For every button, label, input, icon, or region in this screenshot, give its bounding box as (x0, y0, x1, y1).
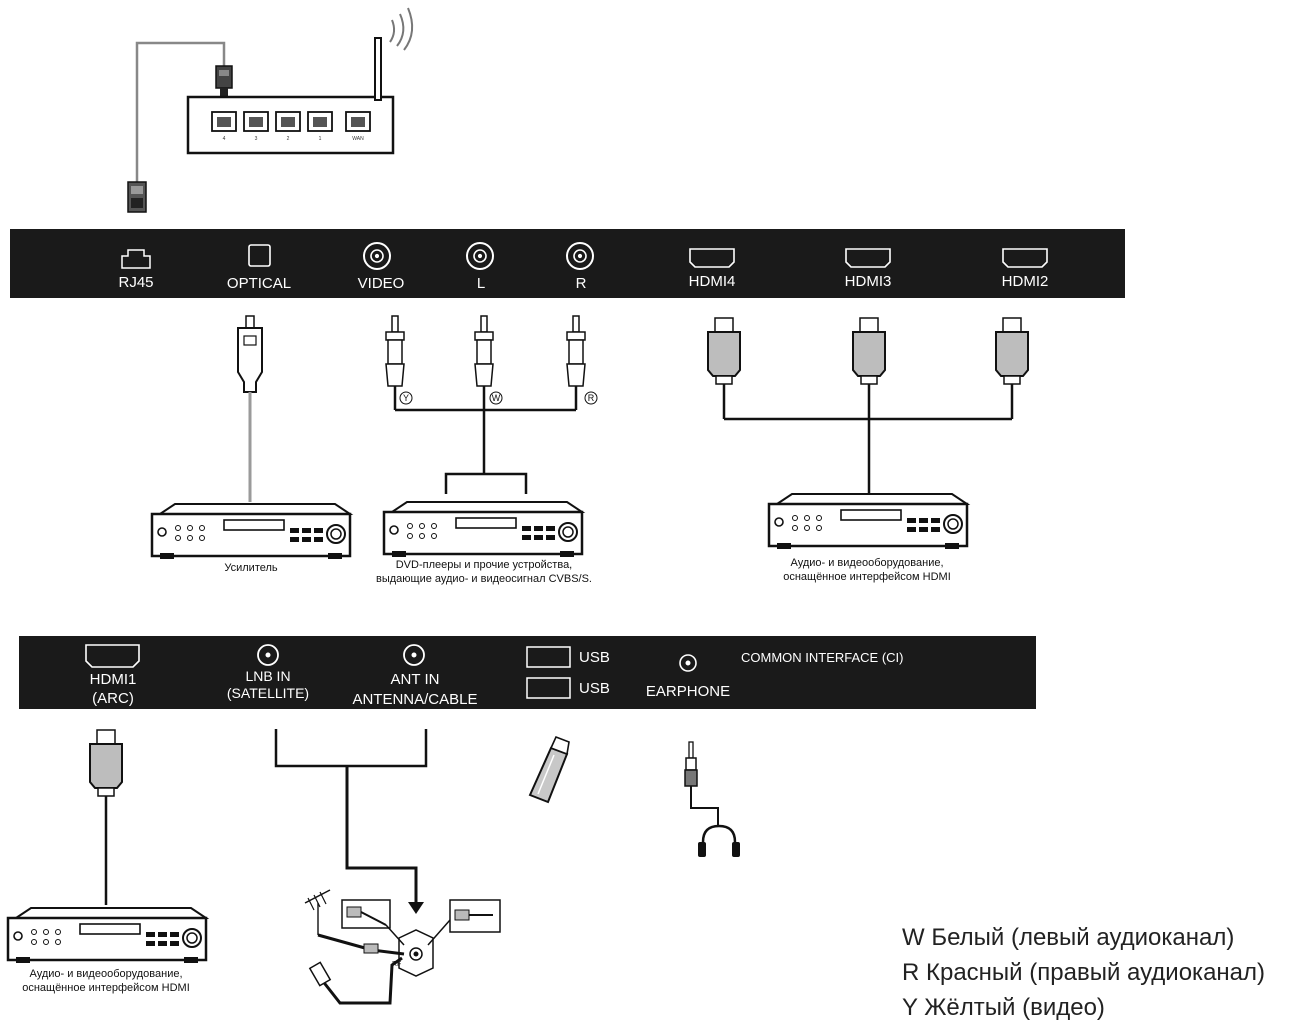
audio-jack-plug-icon (684, 741, 698, 787)
dvd-caption-line1: DVD-плееры и прочие устройства, (396, 559, 573, 571)
hdmi-plug-icon (852, 317, 886, 493)
rca-jack-icon (363, 242, 391, 270)
hdmi-device-caption-line2: оснащённое интерфейсом HDMI (783, 571, 951, 583)
router-port-label: WAN (352, 136, 364, 142)
wifi-signal-icon (389, 7, 414, 51)
legend-item-red: R Красный (правый аудиоканал) (902, 959, 1265, 986)
lan-cable (135, 41, 226, 182)
hdmi1-device-caption-line1: Аудио- и видеооборудование, (29, 968, 182, 980)
headphone-group (684, 741, 740, 857)
usb-port-icon (526, 677, 571, 699)
legend-item-white: W Белый (левый аудиоканал) (902, 924, 1234, 951)
optical-port-icon (248, 244, 271, 267)
port-label-lnb: LNB IN (245, 668, 290, 684)
antenna-icon (304, 889, 331, 935)
port-label-ant: ANT IN (391, 671, 440, 688)
coax-jack-icon (403, 644, 425, 666)
port-label-hdmi1: HDMI1 (90, 671, 137, 688)
hdmi-plug-icon (995, 317, 1029, 419)
port-label-ci: COMMON INTERFACE (CI) (741, 650, 904, 665)
port-label-earphone: EARPHONE (646, 683, 730, 700)
hdmi-cable-group (707, 317, 1029, 493)
hdmi-plug-icon (89, 729, 123, 905)
rca-tag-y: Y (403, 393, 409, 403)
port-label-hdmi4: HDMI4 (689, 273, 736, 290)
port-label-r: R (576, 275, 587, 292)
router-group: 4 3 2 1 WAN (127, 7, 414, 213)
hdmi-port-icon (845, 248, 891, 268)
rca-cable-group: Y W R (385, 315, 598, 494)
router-ports (211, 111, 371, 132)
rj45-plug-icon (127, 181, 147, 213)
router-antenna (374, 37, 382, 101)
rf-label: RF (392, 961, 401, 968)
port-label-ant-cable: ANTENNA/CABLE (352, 691, 477, 708)
rca-tag-w: W (492, 393, 501, 403)
hdmi-av-device-icon (6, 907, 210, 963)
router-port-label: 2 (287, 136, 290, 142)
dvd-caption-line2: выдающие аудио- и видеосигнал CVBS/S. (376, 573, 592, 585)
bottom-connector-panel: HDMI1 (ARC) LNB IN (SATELLITE) ANT IN AN… (19, 636, 1036, 709)
antenna-wiring (274, 729, 428, 914)
rca-tag-r: R (588, 393, 595, 403)
hdmi-port-icon (85, 644, 140, 668)
port-label-hdmi3: HDMI3 (845, 273, 892, 290)
rj45-plug-icon (215, 65, 233, 96)
port-label-hdmi2: HDMI2 (1002, 273, 1049, 290)
router-port-label: 1 (319, 136, 322, 142)
hdmi-plug-icon (707, 317, 741, 419)
router-port-label: 4 (223, 136, 226, 142)
rca-plug-icon (385, 315, 405, 410)
usb-stick-icon (528, 735, 570, 804)
color-legend: W Белый (левый аудиоканал) R Красный (пр… (902, 924, 1265, 1021)
port-label-l: L (477, 275, 485, 292)
hdmi-port-icon (689, 248, 735, 268)
amplifier-caption: Усилитель (224, 562, 278, 574)
legend-item-yellow: Y Жёлтый (видео) (902, 994, 1105, 1021)
hdmi1-device-caption-line2: оснащённое интерфейсом HDMI (22, 982, 190, 994)
arrow-down-icon (408, 902, 424, 914)
antenna-rf-illustration (304, 889, 501, 1005)
hdmi-port-icon (1002, 248, 1048, 268)
router-port-label: 3 (255, 136, 258, 142)
rca-plug-icon (474, 315, 494, 474)
usb-port-icon (526, 646, 571, 668)
headphones-icon (698, 824, 740, 857)
rj45-port-icon (121, 249, 151, 269)
rca-plug-icon (566, 315, 586, 410)
port-label-rj45: RJ45 (118, 274, 153, 291)
top-connector-panel: RJ45 OPTICAL VIDEO L R HDMI4 HDMI3 HDMI2 (10, 229, 1125, 298)
port-label-video: VIDEO (358, 275, 405, 292)
port-label-usb1: USB (579, 649, 610, 666)
optical-cable-group (237, 315, 263, 502)
port-label-usb2: USB (579, 680, 610, 697)
hdmi-device-caption-line1: Аудио- и видеооборудование, (790, 557, 943, 569)
hdmi-av-device-icon (767, 493, 971, 549)
rca-jack-icon (466, 242, 494, 270)
port-label-lnb-satellite: (SATELLITE) (227, 685, 309, 701)
dvd-player-device-icon (382, 501, 586, 557)
port-label-optical: OPTICAL (227, 275, 291, 292)
port-label-hdmi1-arc: (ARC) (92, 690, 134, 707)
amplifier-device-icon (150, 503, 354, 559)
rca-jack-icon (566, 242, 594, 270)
earphone-jack-icon (679, 654, 697, 672)
coax-jack-icon (257, 644, 279, 666)
